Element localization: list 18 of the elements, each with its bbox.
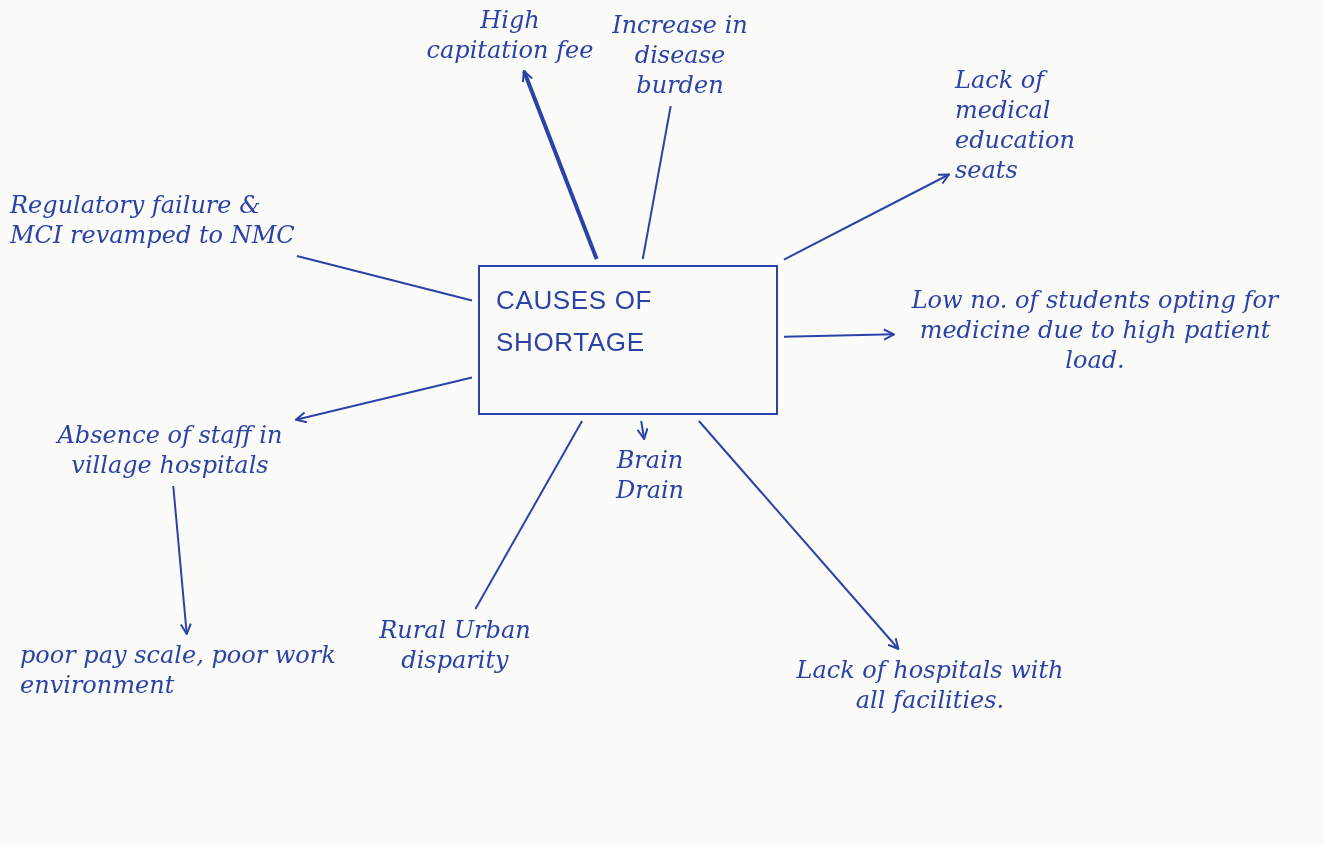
- cause-note: Increase in disease burden: [600, 10, 760, 100]
- cause-note: Rural Urban disparity: [370, 615, 540, 675]
- arrow: [783, 328, 895, 341]
- cause-note: Lack of hospitals with all facilities.: [780, 655, 1080, 715]
- cause-note: Low no. of students opting for medicine due to high patient load.: [900, 285, 1290, 375]
- cause-note: High capitation fee: [420, 5, 600, 65]
- cause-note: Brain Drain: [600, 445, 700, 505]
- arrow: [521, 70, 599, 260]
- cause-note: Absence of staff in village hospitals: [50, 420, 290, 480]
- cause-note: Lack of medical education seats: [955, 65, 1135, 185]
- arrow: [697, 420, 900, 650]
- arrow: [636, 420, 649, 440]
- cause-note: Regulatory failure & MCI revamped to NMC: [10, 190, 300, 250]
- arrow: [783, 173, 950, 261]
- arrow: [295, 376, 473, 424]
- topic-box: CAUSES OF SHORTAGE: [478, 265, 778, 415]
- arrow: [172, 485, 192, 635]
- cause-note: poor pay scale, poor work environment: [20, 640, 360, 700]
